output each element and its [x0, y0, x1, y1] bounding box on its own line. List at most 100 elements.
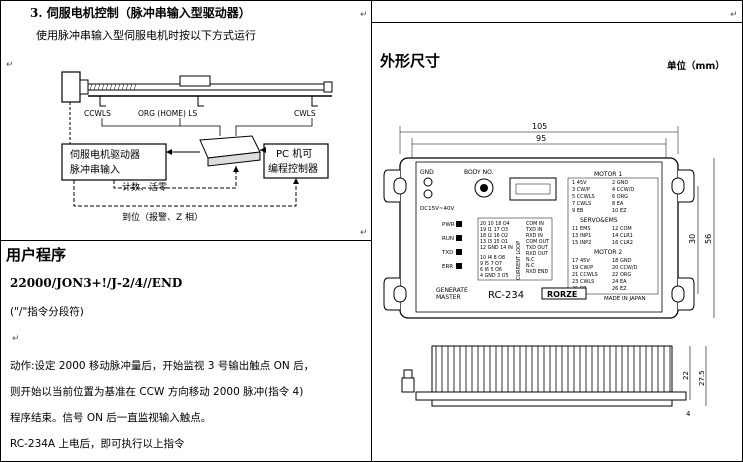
- pin-label: RXD IN: [526, 233, 543, 239]
- mount-ear-bottom-left: [383, 277, 400, 311]
- motor1-label: MOTOR 1: [594, 171, 622, 178]
- arrowhead: [260, 147, 266, 153]
- base-plate: [415, 391, 687, 401]
- io-pin-list: 20 10 18 O4 19 I1 17 O3 18 I2 16 O2 13 I…: [480, 221, 549, 279]
- led-err: [456, 263, 462, 269]
- mount-ear-top-left: [383, 169, 400, 203]
- dimensions-title: 外形尺寸: [380, 52, 441, 70]
- description-line-1: 动作:设定 2000 移动脉冲量后，开始监视 3 号输出触点 ON 后，: [10, 360, 315, 372]
- program-code: 22000/JON3+!/J-2/4//END: [10, 276, 183, 290]
- io-terminal-block: [477, 217, 553, 281]
- table-border-left: [0, 0, 1, 462]
- ccwls-label: CCWLS: [84, 109, 111, 118]
- pin-label: 8 EA: [612, 201, 624, 207]
- pin-label: 17 45V: [572, 258, 590, 264]
- intro-text: 使用脉冲串输入型伺服电机时按以下方式运行: [36, 29, 256, 42]
- led-pwr: [456, 221, 462, 227]
- arrowhead: [166, 149, 172, 155]
- pc-label: PC 机可: [276, 147, 312, 160]
- pin-label: 5 CCWLS: [572, 194, 595, 200]
- count-line: [113, 166, 237, 189]
- pin-label: 21 CCWLS: [572, 272, 598, 278]
- led-txd-label: TXD: [441, 250, 453, 256]
- pin-label: 10 EZ: [612, 208, 627, 214]
- pin-label: COM IN: [526, 221, 544, 227]
- pin-label: 13 INP1: [572, 233, 591, 239]
- pin-label: 12 GND 14 IN: [480, 245, 513, 251]
- dim-95: 95: [536, 134, 546, 143]
- pin-label: N.C: [526, 257, 535, 263]
- description-line-4: RC-234A 上电后，即可执行以上指令: [10, 438, 185, 450]
- pin-label: 6 I6 5 O6: [480, 267, 502, 273]
- pin-label: 4 CCW/D: [612, 187, 634, 193]
- dc-label: DC15V~40V: [420, 206, 454, 212]
- pin-label: 18 GND: [612, 258, 632, 264]
- screw-end-bearing: [323, 81, 333, 93]
- dim-4: 4: [686, 410, 691, 418]
- controller-side: [207, 151, 261, 167]
- motor-connector-block: [567, 177, 659, 295]
- slot: [393, 177, 407, 195]
- led-run: [456, 235, 462, 241]
- pin-label: COM OUT: [526, 239, 549, 245]
- master-label: MASTER: [436, 294, 461, 301]
- model-label: RC-234: [488, 290, 524, 301]
- pin-label: 19 CW/P: [572, 265, 593, 271]
- pin-label: 23 CWLS: [572, 279, 594, 285]
- terminal: [423, 177, 433, 187]
- pin-label: 9 I5 7 O7: [480, 261, 502, 267]
- carriage: [179, 75, 211, 87]
- pin-label: 11 EMS: [572, 226, 591, 232]
- connector-cap: [403, 369, 413, 379]
- paragraph-mark: ↵: [6, 60, 14, 70]
- connector-pins: [515, 183, 551, 195]
- rotary-switch: [474, 178, 494, 198]
- slot: [671, 285, 685, 303]
- dim-22: 22: [682, 371, 690, 380]
- led-pwr-label: PWR: [442, 222, 455, 228]
- org-limit-switch: [197, 96, 204, 107]
- body-no-label: BODY NO.: [464, 169, 494, 176]
- program-note: ("/"指令分段符): [10, 306, 84, 318]
- section-title: 3. 伺服电机控制（脉冲串输入型驱动器）: [30, 6, 251, 20]
- side-view-drawing: 22 27.5 4: [401, 345, 707, 418]
- paragraph-mark: ↵: [360, 10, 368, 20]
- screw-threads: [89, 83, 137, 91]
- pin-label: 10 I4 8 O8: [480, 255, 505, 261]
- led-run-label: RUN: [442, 236, 454, 242]
- position-line: [73, 178, 297, 207]
- pin-label: RXD END: [526, 269, 548, 275]
- side-connector: [401, 377, 415, 393]
- generate-label: GENERATE: [436, 287, 468, 294]
- pin-label: 2 GND: [612, 180, 628, 186]
- slot: [671, 177, 685, 195]
- wire-cwls: [235, 118, 313, 136]
- cw-limit-switch: [311, 96, 318, 107]
- led-txd: [456, 249, 462, 255]
- pin-label: 1 45V: [572, 180, 587, 186]
- pin-label: 26 EZ: [612, 286, 627, 292]
- pin-label: RXD OUT: [526, 251, 548, 257]
- made-in-label: MADE IN JAPAN: [604, 296, 646, 302]
- pin-label: 19 I1 17 O3: [480, 227, 508, 233]
- position-label: 到位（报警、Z 相）: [122, 211, 203, 223]
- description-line-2: 则开始以当前位置为基准在 CCW 方向移动 2000 脉冲(指令 4): [10, 386, 304, 398]
- pin-label: 7 CWLS: [572, 201, 591, 207]
- top-view-drawing: 105 95 GND DC15V~40V BODY NO. MOTOR 1: [383, 122, 715, 319]
- plc-label: 编程控制器: [268, 162, 318, 175]
- pin-label: 6 ORG: [612, 194, 628, 200]
- arrowhead: [233, 166, 239, 172]
- motor-shaft: [79, 79, 89, 95]
- mount-ear-bottom-right: [678, 277, 695, 311]
- pin-label: 24 EA: [612, 279, 627, 285]
- org-ls-label: ORG (HOME) LS: [138, 109, 197, 118]
- right-cell-divider: [371, 22, 743, 23]
- left-cell-divider: [0, 240, 372, 241]
- arrowhead: [293, 178, 299, 184]
- pin-label: TXD IN: [525, 227, 543, 233]
- servo-driver-box: [61, 143, 167, 181]
- comm-connector: [509, 177, 557, 201]
